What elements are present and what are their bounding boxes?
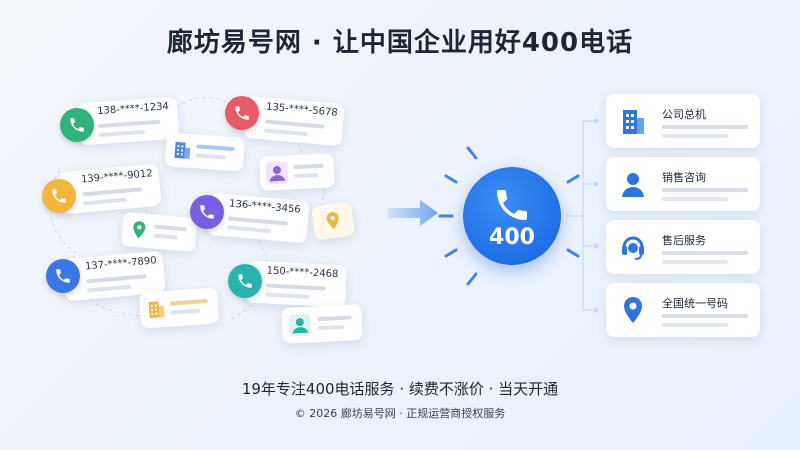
- person-mini-card: [259, 153, 335, 191]
- service-label: 全国统一号码: [662, 297, 728, 310]
- building-icon: [148, 301, 165, 319]
- phone-call-icon: [228, 264, 262, 298]
- phone-number: 139-****-9012: [80, 168, 154, 186]
- location-pin-icon: [326, 212, 339, 229]
- service-label: 售后服务: [662, 234, 706, 247]
- phone-call-icon: [60, 108, 94, 142]
- person-icon: [622, 173, 644, 197]
- headset-icon: [622, 236, 644, 260]
- person-icon: [265, 161, 289, 185]
- phone-number: 135-****-5678: [265, 101, 339, 119]
- building-mini-card: [164, 132, 246, 172]
- page-title: 廊坊易号网 · 让中国企业用好400电话: [166, 28, 634, 58]
- service-card-sales: 销售咨询: [606, 157, 760, 211]
- phone-card-2: 135-****-5678: [243, 95, 345, 147]
- map-mini-card: [120, 211, 198, 253]
- hub-label: 400: [489, 225, 535, 250]
- phone-number: 136-****-3456: [228, 198, 302, 216]
- phone-number: 138-****-1234: [96, 101, 170, 118]
- service-label: 公司总机: [662, 108, 706, 121]
- phone-number: 150-****-2468: [266, 265, 339, 281]
- location-pin-icon: [624, 297, 642, 323]
- phone-call-icon: [42, 179, 76, 213]
- service-label: 销售咨询: [662, 171, 706, 184]
- phone-call-icon: [225, 96, 259, 130]
- building-icon: [623, 110, 644, 134]
- hub-400-button: 400: [463, 167, 561, 265]
- phone-call-icon: [190, 195, 224, 229]
- phone-number: 137-****-7890: [84, 255, 158, 273]
- copyright: © 2026 廊坊易号网 · 正规运营商授权服务: [294, 407, 506, 420]
- pin-mini-card: [310, 201, 356, 241]
- person-icon: [288, 313, 312, 337]
- service-card-company: 公司总机: [606, 94, 760, 148]
- person-mini-card: [281, 303, 363, 345]
- tagline: 19年专注400电话服务 · 续费不涨价 · 当天开通: [241, 380, 559, 398]
- location-pin-icon: [133, 221, 146, 239]
- building-mini-card: [138, 287, 220, 329]
- service-card-aftersales: 售后服务: [606, 220, 760, 274]
- phone-icon: [497, 190, 527, 220]
- phone-call-icon: [46, 259, 80, 293]
- arrow-right-icon: [388, 200, 438, 226]
- hub-rays: [438, 146, 580, 286]
- building-icon: [174, 141, 191, 159]
- service-card-nationwide: 全国统一号码: [606, 283, 760, 337]
